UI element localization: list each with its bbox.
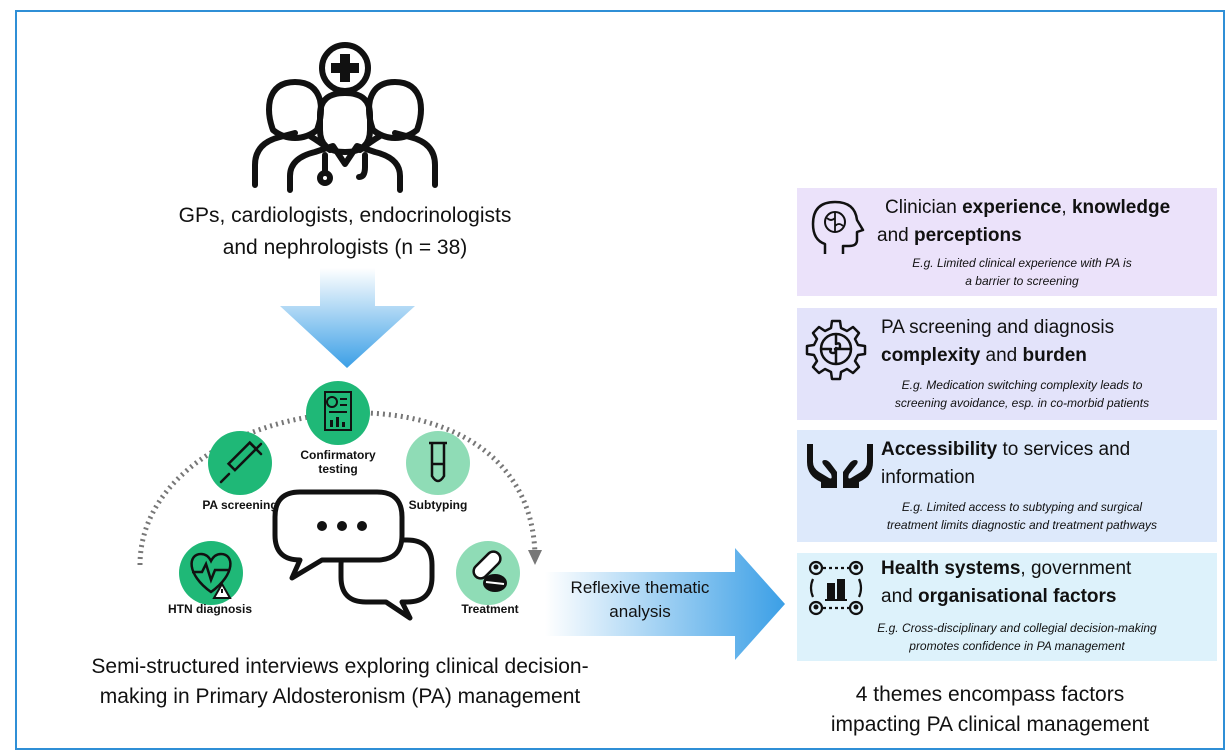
theme-card-clinician: Clinician experience, knowledge and perc…: [797, 188, 1217, 296]
stage-label-subtyping: Subtyping: [408, 498, 468, 512]
theme-title-line1: PA screening and diagnosis: [881, 317, 1115, 338]
speech-bubbles-icon: [272, 489, 435, 621]
themes-summary-caption: 4 themes encompass factors impacting PA …: [830, 683, 1150, 736]
stage-label-htn: HTN diagnosis: [167, 602, 252, 616]
interviews-caption: Semi-structured interviews exploring cli…: [91, 655, 589, 708]
caring-hands-icon: [807, 444, 873, 488]
theme-card-complexity: PA screening and diagnosis complexity an…: [797, 308, 1217, 420]
clinicians-title: GPs, cardiologists, endocrinologists and…: [178, 204, 512, 259]
theme-title-line2: and perceptions: [877, 225, 1022, 246]
clinicians-group-icon: [252, 42, 438, 193]
heart-pulse-icon: [179, 541, 243, 605]
theme-title-line2: and organisational factors: [881, 586, 1117, 607]
stage-label-confirmatory: Confirmatory testing: [300, 448, 376, 476]
theme-title-line1: Health systems, government: [881, 558, 1132, 579]
stage-label-pa-screening: PA screening: [202, 498, 278, 512]
right-arrow: [545, 548, 785, 660]
theme-title-line1: Clinician experience, knowledge: [885, 197, 1171, 218]
theme-example: E.g. Medication switching complexity lea…: [894, 378, 1150, 410]
theme-example: E.g. Limited clinical experience with PA…: [912, 256, 1132, 288]
confirmatory-testing-icon: [306, 381, 370, 445]
theme-title-line2: complexity and burden: [881, 345, 1087, 366]
brain-head-icon: [811, 200, 865, 254]
theme-title-line1: Accessibility to services and: [881, 439, 1131, 460]
theme-example: E.g. Cross-disciplinary and collegial de…: [877, 621, 1157, 653]
stage-label-treatment: Treatment: [461, 602, 519, 616]
down-arrow: [280, 268, 415, 368]
theme-example: E.g. Limited access to subtyping and sur…: [886, 500, 1158, 532]
gear-puzzle-icon: [805, 319, 867, 381]
syringe-icon: [208, 431, 272, 495]
theme-title-line2: information: [881, 467, 975, 488]
theme-card-accessibility: Accessibility to services and informatio…: [797, 430, 1217, 542]
pills-icon: [456, 541, 520, 605]
test-tube-icon: [406, 431, 470, 495]
theme-card-health-systems: Health systems, government and organisat…: [797, 553, 1217, 661]
network-organisation-icon: [808, 560, 864, 616]
analysis-label: Reflexive thematic analysis: [570, 578, 710, 621]
